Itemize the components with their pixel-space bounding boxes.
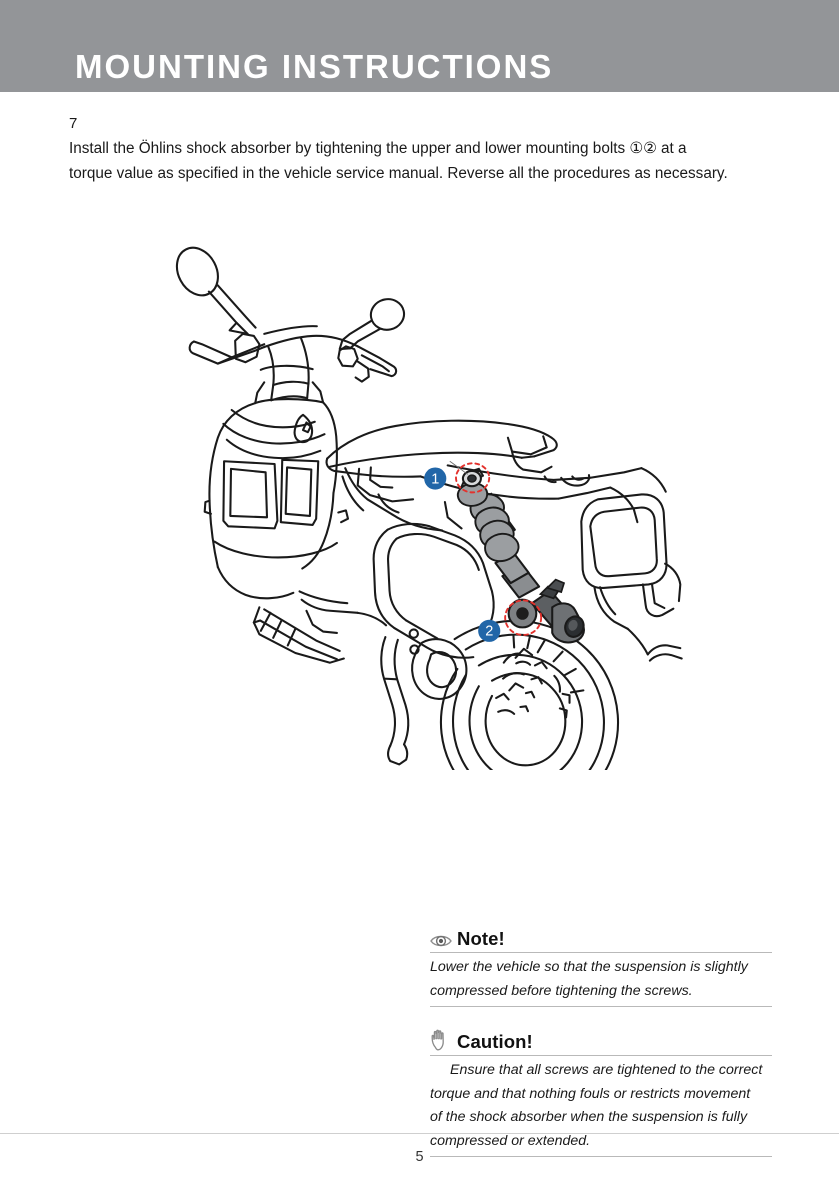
page-number: 5 — [415, 1149, 424, 1165]
advisory-caution-rule-bottom — [430, 1156, 772, 1157]
seat-top — [326, 419, 553, 460]
leader-line-upper — [449, 460, 469, 475]
page-header-band: MOUNTING INSTRUCTIONS — [0, 0, 839, 92]
shield-panel-right — [279, 458, 320, 526]
advisory-caution-line-3: of the shock absorber when the suspensio… — [430, 1109, 748, 1125]
advisory-caution-line-4: compressed or extended. — [430, 1132, 591, 1149]
upper-mounting-bolt — [461, 469, 482, 488]
right-mirror-head — [369, 298, 406, 331]
callout-badge-1: 1 — [424, 467, 447, 490]
advisory-section: Note! Lower the vehicle so that the susp… — [430, 925, 772, 1157]
highlight-ellipse-upper — [455, 462, 491, 494]
scooter-suspension-illustration: 1 2 — [150, 230, 690, 770]
hand-icon — [431, 1029, 444, 1051]
step-line-1: Install the Öhlins shock absorber by tig… — [69, 140, 657, 157]
callout-badge-2: 2 — [478, 619, 501, 642]
advisory-note-title: Note! — [457, 928, 505, 949]
advisory-note: Note! Lower the vehicle so that the susp… — [430, 925, 772, 1007]
advisory-caution-rule-top — [430, 1055, 772, 1056]
advisory-note-line-1: Lower the vehicle so that the suspension… — [430, 959, 748, 975]
rear-side-panel — [580, 493, 668, 589]
rear-wheel-outer — [440, 619, 620, 770]
shield-panel-left — [222, 460, 279, 530]
advisory-caution: Caution! Ensure that all screws are tigh… — [430, 1028, 772, 1157]
footer-divider — [0, 1133, 839, 1134]
advisory-caution-line-2: torque and that nothing fouls or restric… — [430, 1085, 751, 1102]
advisory-caution-line-1: Ensure that all screws are tightened to … — [450, 1062, 763, 1078]
advisory-note-header: Note! — [430, 925, 772, 949]
advisory-caution-body: Ensure that all screws are tightened to … — [430, 1056, 772, 1153]
step-number: 7 — [69, 115, 78, 132]
step-line-2: at a torque value as specified in the ve… — [69, 140, 687, 182]
step-instruction-text: Install the Öhlins shock absorber by tig… — [69, 137, 729, 186]
shock-absorber — [456, 467, 585, 644]
advisory-note-body: Lower the vehicle so that the suspension… — [430, 953, 772, 1003]
advisory-spacer — [430, 1007, 772, 1028]
left-mirror-head — [175, 246, 219, 297]
advisory-note-line-2: compressed before tightening the screws. — [430, 982, 693, 999]
step-line-3: necessary. — [654, 164, 728, 182]
callout-label-1: 1 — [431, 471, 439, 487]
advisory-caution-title: Caution! — [457, 1031, 533, 1052]
advisory-note-rule-bottom — [430, 1006, 772, 1007]
page-title: MOUNTING INSTRUCTIONS — [75, 48, 554, 85]
callout-label-2: 2 — [485, 624, 493, 640]
advisory-note-rule-top — [430, 952, 772, 953]
advisory-caution-header: Caution! — [430, 1028, 772, 1052]
eye-icon — [430, 935, 452, 947]
highlight-ellipse-lower — [504, 599, 543, 636]
